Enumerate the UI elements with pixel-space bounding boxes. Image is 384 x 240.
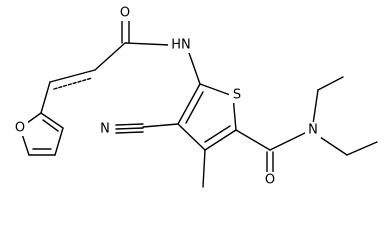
bond-thio-c3-c4 bbox=[177, 123, 206, 151]
bond-thio-c2-c3 bbox=[204, 129, 237, 151]
furan-oxygen-label: O bbox=[15, 121, 25, 136]
bond-furan-c2-c3 bbox=[40, 112, 64, 129]
amide-nitrogen-label: N bbox=[308, 123, 318, 138]
bond-nitrile-triple-c bbox=[115, 131, 144, 134]
bond-amide-c-n bbox=[269, 131, 308, 151]
bond-thio-to-amide-c bbox=[235, 129, 271, 151]
bond-thio-c5-s bbox=[199, 83, 234, 97]
bond-layer bbox=[19, 15, 378, 188]
bond-vinyl-double-inner bbox=[53, 77, 93, 90]
bond-c4-to-nitrile bbox=[142, 123, 179, 128]
bond-thio-c4-c5-inner bbox=[185, 91, 204, 124]
bond-nh-to-thiophene bbox=[187, 49, 201, 85]
bond-n-ethyl1-ch2 bbox=[312, 89, 319, 125]
bond-n-ethyl2-ch2 bbox=[319, 136, 348, 156]
thiophene-sulfur-label: S bbox=[233, 88, 241, 103]
bond-furan-c2-c3-inner bbox=[42, 119, 59, 132]
bond-ethyl2-ch3 bbox=[346, 141, 378, 156]
bond-nitrile-triple-a bbox=[115, 123, 144, 126]
amide-nh-label: HN bbox=[171, 38, 191, 53]
bond-vinyl-double bbox=[49, 69, 96, 83]
nitrile-nitrogen-label: N bbox=[100, 122, 110, 137]
bond-vinyl-to-carbonyl bbox=[94, 42, 126, 71]
bond-thio-c2-c3-inner bbox=[204, 125, 231, 143]
carbonyl-oxygen-bottom-label: O bbox=[265, 173, 275, 188]
bond-methyl bbox=[202, 149, 206, 188]
carbonyl-oxygen-top-label: O bbox=[120, 6, 130, 21]
bond-ethyl1-ch3 bbox=[317, 76, 344, 91]
atom-label-layer: O O HN S N N O bbox=[12, 5, 321, 188]
bond-furan-c3-c4 bbox=[54, 127, 64, 156]
bond-furan-to-vinyl bbox=[40, 81, 51, 114]
molecule-structure: O O HN S N N O bbox=[12, 5, 378, 188]
bond-carbonyl-to-nh bbox=[124, 42, 171, 46]
bond-nitrile-triple-b bbox=[115, 127, 144, 130]
bond-thio-c4-c5 bbox=[177, 83, 201, 125]
